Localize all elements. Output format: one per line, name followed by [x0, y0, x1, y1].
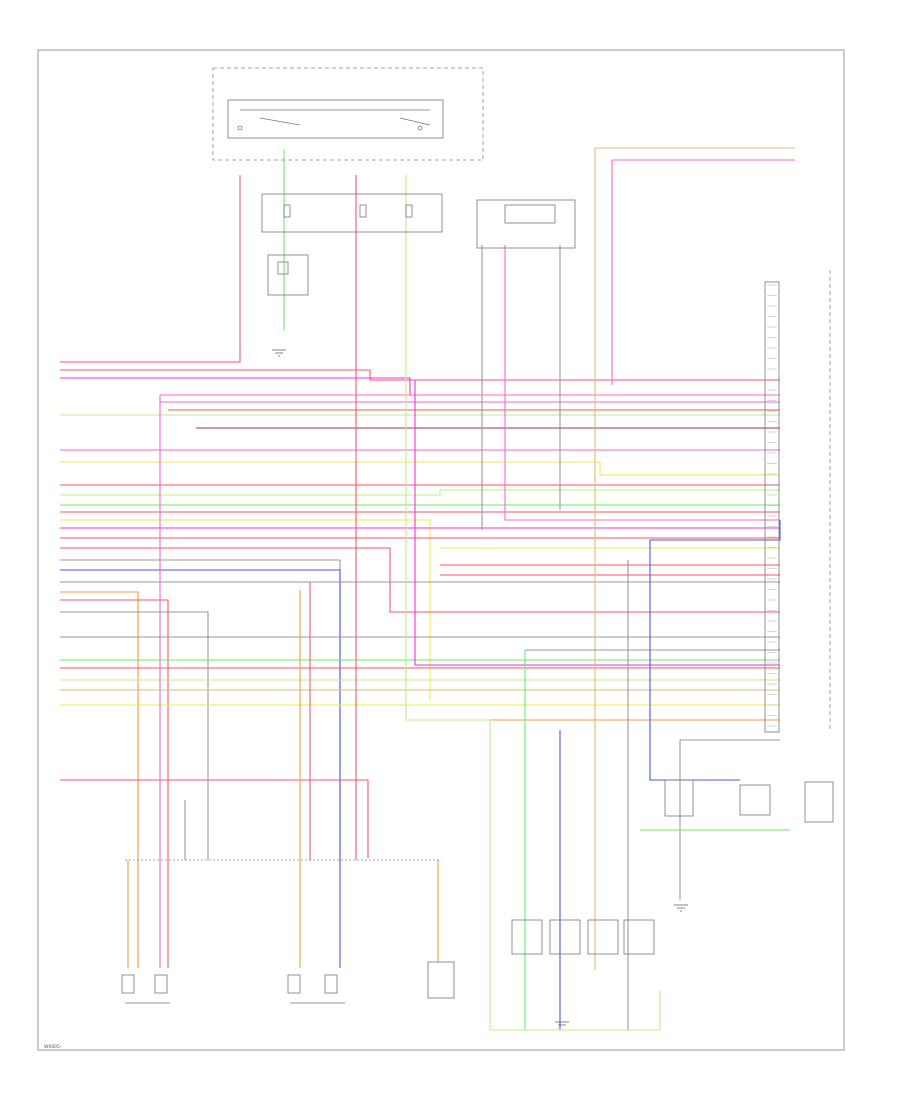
labels-layer [767, 284, 777, 727]
injector-box-2 [549, 919, 581, 955]
wire-red-35 [60, 779, 369, 858]
ecu-pin-strip [764, 281, 780, 733]
relay-module [267, 254, 309, 296]
injector-box-4 [623, 919, 655, 955]
speed-sensor-box-3 [804, 781, 834, 823]
injector-box-1 [511, 919, 543, 955]
wire-pink-39 [504, 245, 780, 521]
relay-switch-block [227, 99, 444, 139]
crank-sensor [121, 974, 170, 1004]
diagram-border [37, 49, 845, 1051]
wire-blue-20 [60, 569, 341, 968]
cam-sensor [287, 974, 345, 1004]
wire-red-0 [60, 175, 241, 363]
wire-gray-26 [60, 611, 209, 860]
wire-red-17 [60, 547, 780, 613]
injector-box-3 [587, 919, 619, 955]
ground-icon-2 [674, 904, 688, 912]
speed-sensor-box-2 [739, 784, 771, 816]
ground-icon-3 [555, 1021, 569, 1026]
wire-lightgreen-11 [60, 489, 780, 496]
speed-sensor-box-1 [664, 779, 694, 817]
knock-sensor [427, 961, 455, 999]
ground-icon [272, 349, 286, 357]
sensor-module-box [476, 199, 576, 249]
wire-lightgreen-61 [490, 990, 661, 1031]
wire-yellow-9 [60, 461, 780, 476]
fuse-block [261, 193, 443, 233]
wire-red-1 [60, 369, 780, 381]
wire-magenta-30 [414, 380, 780, 666]
fuse-relay-box [212, 67, 484, 161]
wire-gray-19 [60, 559, 341, 860]
wire-yellow-14 [60, 519, 431, 700]
components-layer [121, 67, 834, 1026]
wire-orange-24 [60, 591, 139, 968]
wire-blue-51 [649, 540, 740, 781]
wires-layer [60, 147, 795, 1031]
wire-blue-50 [650, 520, 781, 541]
wire-lightgreen-38 [405, 175, 491, 1030]
footer-label: W0005- [44, 1044, 62, 1050]
wire-red-25 [60, 599, 169, 968]
